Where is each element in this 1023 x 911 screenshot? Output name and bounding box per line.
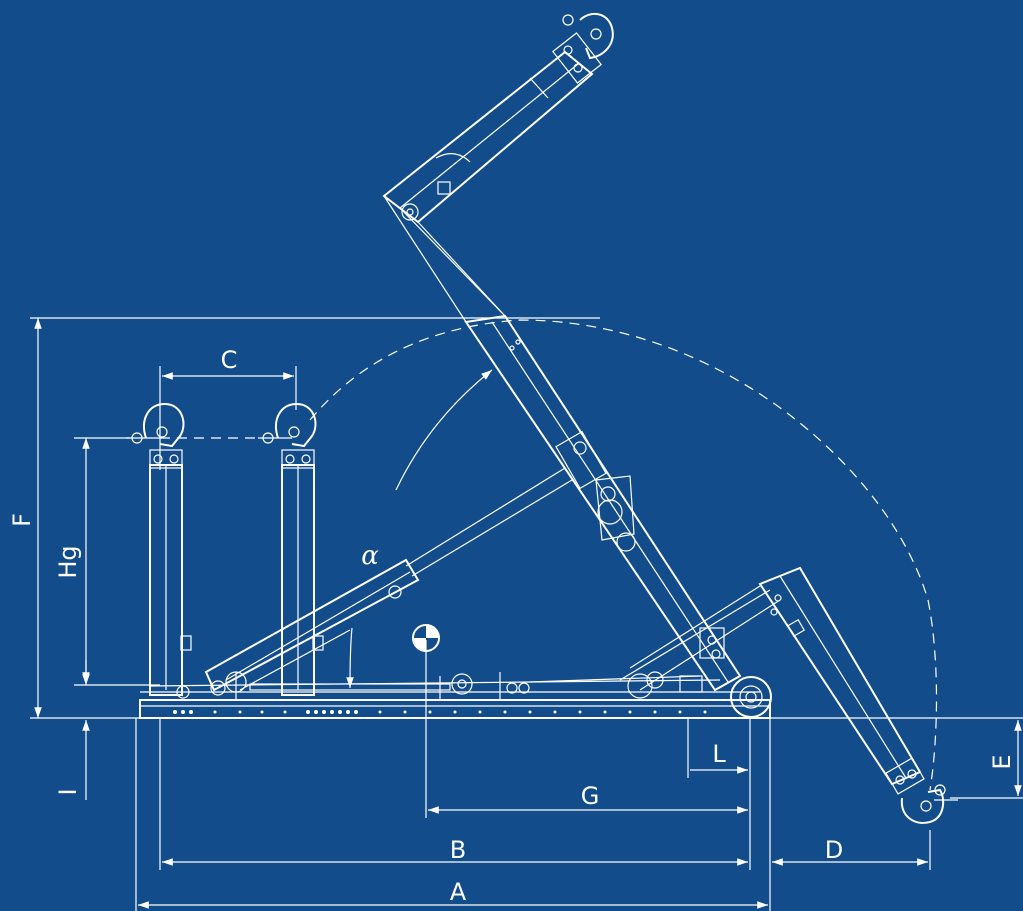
hook-arm-retracted-mid bbox=[258, 402, 324, 696]
rear-roller bbox=[730, 676, 772, 718]
label-E: E bbox=[988, 754, 1016, 769]
label-Hg: Hg bbox=[54, 545, 82, 578]
upper-arm-raised bbox=[382, 12, 614, 323]
label-C: C bbox=[221, 346, 238, 374]
label-I: I bbox=[54, 788, 82, 795]
label-A: A bbox=[450, 878, 467, 906]
chassis-frame bbox=[139, 671, 771, 719]
center-of-gravity-icon bbox=[412, 624, 440, 652]
dimension-lines bbox=[34, 318, 1022, 909]
rear-swing-arm bbox=[619, 566, 958, 824]
extension-lines bbox=[30, 317, 1023, 911]
hook-arm-retracted-left bbox=[126, 402, 192, 696]
label-B: B bbox=[450, 836, 466, 864]
label-D: D bbox=[825, 836, 843, 864]
swing-arc bbox=[309, 319, 938, 791]
frame-holes bbox=[173, 710, 707, 714]
label-alpha: α bbox=[361, 541, 379, 571]
hydraulic-cylinder bbox=[204, 467, 573, 692]
label-L: L bbox=[712, 740, 726, 768]
label-F: F bbox=[8, 513, 36, 527]
label-G: G bbox=[581, 782, 600, 810]
